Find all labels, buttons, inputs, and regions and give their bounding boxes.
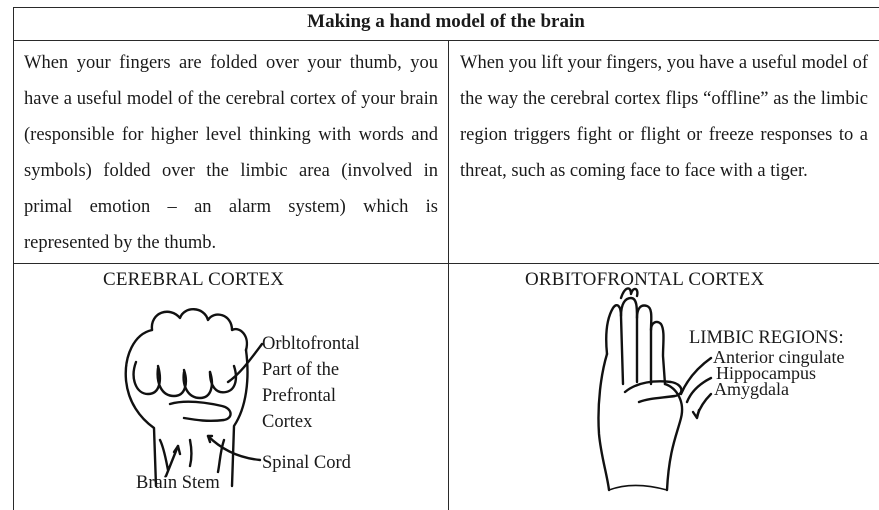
- spinal-cord-label: Spinal Cord: [262, 451, 351, 475]
- table-border-top: [13, 7, 879, 8]
- amygdala-label: Amygdala: [714, 381, 789, 397]
- table-divider-middle: [448, 40, 449, 510]
- open-hand-illustration: [585, 284, 715, 494]
- orbitofrontal-label-line4: Cortex: [262, 410, 312, 434]
- orbitofrontal-label-line1: Orbltofrontal: [262, 332, 360, 356]
- table-title: Making a hand model of the brain: [14, 10, 878, 34]
- left-text-cell: When your fingers are folded over your t…: [24, 45, 438, 261]
- cerebral-cortex-caption: CEREBRAL CORTEX: [103, 268, 284, 292]
- right-text-cell: When you lift your fingers, you have a u…: [460, 45, 868, 189]
- brain-stem-label: Brain Stem: [136, 471, 220, 495]
- table-divider-row: [13, 263, 879, 264]
- table-border-left: [13, 7, 14, 510]
- closed-fist-illustration: [100, 290, 275, 490]
- table-divider-title: [13, 40, 879, 41]
- orbitofrontal-label-line2: Part of the: [262, 358, 339, 382]
- orbitofrontal-label-line3: Prefrontal: [262, 384, 336, 408]
